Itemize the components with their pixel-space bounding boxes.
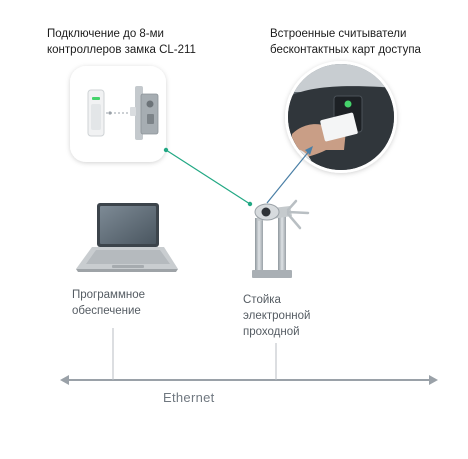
turnstile-label: Стойка электронной проходной	[243, 294, 311, 338]
turnstile-icon	[252, 199, 310, 278]
connector-lines	[163, 146, 313, 207]
card-readers-label: Встроенные считыватели бесконтактных кар…	[270, 28, 421, 56]
laptop-icon	[76, 203, 178, 272]
lock-controllers-label: Подключение до 8-ми контроллеров замка C…	[47, 28, 196, 56]
door-lock-icon	[130, 86, 159, 140]
lock-controller-card	[70, 66, 166, 162]
lock-controller-icon	[87, 89, 105, 137]
ethernet-label: Ethernet	[163, 390, 215, 405]
ethernet-bus	[60, 328, 438, 385]
card-reader-photo	[285, 61, 397, 173]
software-label: Программное обеспечение	[72, 289, 145, 317]
